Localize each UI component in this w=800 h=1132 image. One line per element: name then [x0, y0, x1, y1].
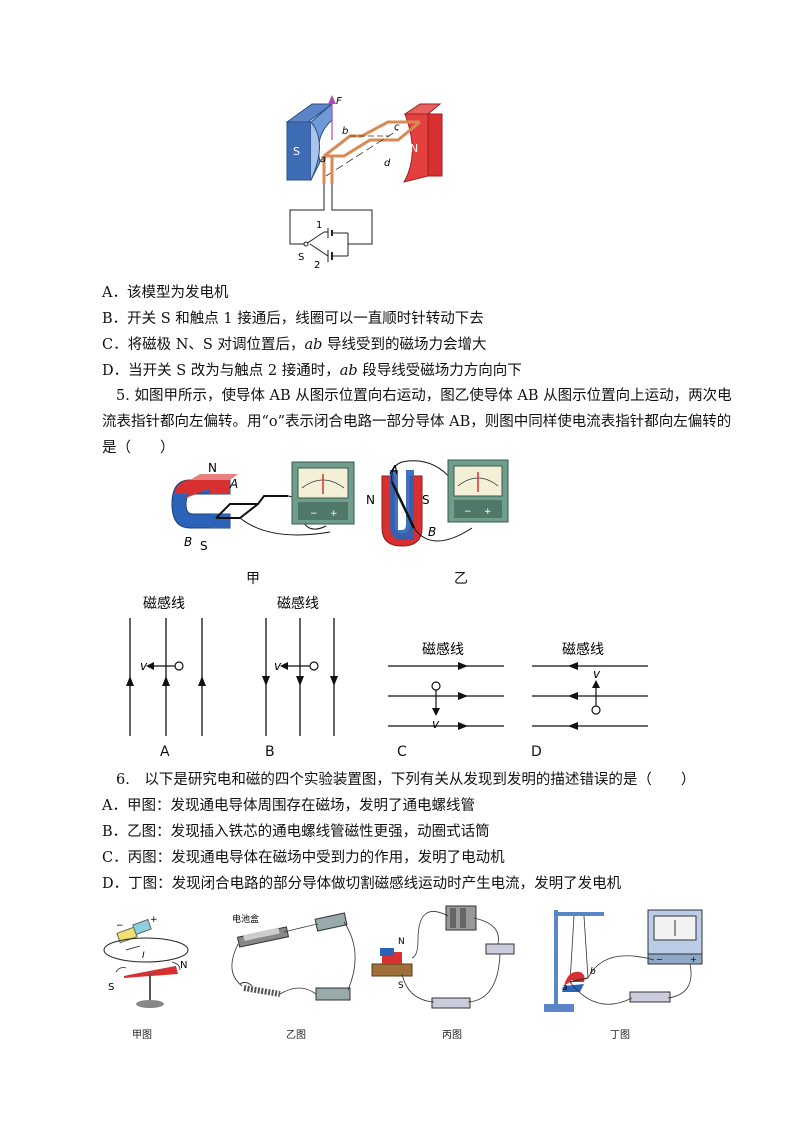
q6-figure-yi: 电池盒 — [231, 912, 356, 1001]
fig4-plus: + — [690, 955, 697, 964]
yi-label-S: S — [422, 493, 430, 507]
fig4-minus: − — [656, 955, 663, 964]
fig1-minus: − — [116, 921, 124, 931]
q5-choice-d-label: D — [531, 744, 542, 760]
q5-stem: 5. 如图甲所示，使导体 AB 从图示位置向右运动，图乙使导体 AB 从图示位置… — [102, 388, 732, 456]
q5-choice-c-diagram: 磁感线 v — [388, 641, 504, 731]
q5-choice-d-diagram: 磁感线 v — [532, 641, 648, 730]
q5-figure-jia: − + N A B S — [171, 461, 355, 553]
jia-label-B: B — [184, 535, 192, 549]
q5-choice-c-label: C — [397, 744, 407, 760]
q6-option-a: A．甲图：发现通电导体周围存在磁场，发明了通电螺线管 — [102, 798, 475, 814]
label-switch-S: S — [298, 252, 304, 263]
label-d: d — [384, 158, 391, 169]
label-contact-1: 1 — [316, 220, 322, 231]
q5-caption-jia: 甲 — [246, 571, 260, 587]
choice-c-v: v — [432, 717, 440, 731]
fig2-battery-box: 电池盒 — [232, 913, 259, 925]
label-c: c — [394, 122, 400, 133]
q6-option-d: D．丁图：发现闭合电路的部分导体做切割磁感线运动时产生电流，发明了发电机 — [102, 876, 622, 892]
choice-d-field-label: 磁感线 — [562, 641, 604, 658]
q6-caption-jia: 甲图 — [132, 1030, 152, 1041]
q6-option-c: C．丙图：发现通电导体在磁场中受到力的作用，发明了电动机 — [102, 850, 505, 866]
label-N-magnet: N — [410, 142, 418, 155]
q5-caption-yi: 乙 — [454, 571, 468, 587]
q6-figure-bing: N S — [371, 905, 515, 1009]
q5-figure-yi: − + A N S B — [366, 459, 509, 547]
q6-figure-jia: + − I S N — [103, 915, 189, 1008]
q4-option-c: C．将磁极 N、S 对调位置后，ab 导线受到的磁场力会增大 — [102, 337, 487, 353]
q5-choice-b-diagram: 磁感线 v — [262, 595, 338, 736]
jia-label-S: S — [200, 539, 208, 553]
label-S-magnet: S — [293, 145, 300, 158]
fig1-N: N — [180, 960, 187, 971]
yi-label-A: A — [389, 463, 398, 477]
fig3-S: S — [398, 981, 404, 991]
q5-choice-b-label: B — [265, 744, 275, 760]
q6-caption-ding: 丁图 — [610, 1030, 630, 1041]
svg-text:−: − — [464, 507, 472, 517]
fig1-I: I — [142, 951, 145, 961]
jia-label-N: N — [208, 461, 217, 475]
q6-caption-bing: 丙图 — [442, 1030, 462, 1041]
q4-option-d: D．当开关 S 改为与触点 2 接通时，ab 段导线受磁场力方向向下 — [102, 363, 522, 379]
fig3-N: N — [398, 937, 405, 947]
label-a: a — [320, 154, 326, 165]
jia-label-A: A — [229, 477, 238, 491]
yi-label-N: N — [366, 493, 375, 507]
svg-text:−: − — [310, 509, 318, 519]
q5-choice-a-label: A — [160, 744, 170, 760]
q4-motor-diagram: F S N a b c d 1 2 S — [285, 95, 443, 271]
choice-d-v: v — [593, 667, 601, 681]
choice-b-field-label: 磁感线 — [277, 595, 319, 612]
label-b: b — [342, 126, 348, 137]
svg-text:+: + — [330, 509, 338, 519]
q6-figure-ding: a b − + — [544, 909, 703, 1012]
q6-option-b: B．乙图：发现插入铁芯的通电螺线管磁性更强，动圈式话筒 — [102, 824, 490, 840]
fig4-a: a — [562, 983, 568, 993]
label-F: F — [336, 96, 342, 107]
yi-label-B: B — [428, 525, 436, 539]
q5-choice-a-diagram: 磁感线 v — [126, 595, 206, 736]
choice-c-field-label: 磁感线 — [422, 641, 464, 658]
q4-option-a: A．该模型为发电机 — [102, 285, 229, 301]
fig1-S: S — [108, 982, 114, 993]
q6-stem: 6. 以下是研究电和磁的四个实验装置图，下列有关从发现到发明的描述错误的是（ ） — [116, 772, 696, 788]
q4-option-b: B．开关 S 和触点 1 接通后，线圈可以一直顺时针转动下去 — [102, 311, 484, 327]
q6-caption-yi: 乙图 — [286, 1030, 306, 1041]
choice-a-field-label: 磁感线 — [143, 595, 185, 612]
svg-text:+: + — [484, 507, 492, 517]
fig1-plus: + — [150, 915, 158, 925]
choice-b-v: v — [274, 659, 282, 673]
fig4-b: b — [590, 967, 596, 977]
label-contact-2: 2 — [314, 260, 320, 271]
choice-a-v: v — [140, 659, 148, 673]
